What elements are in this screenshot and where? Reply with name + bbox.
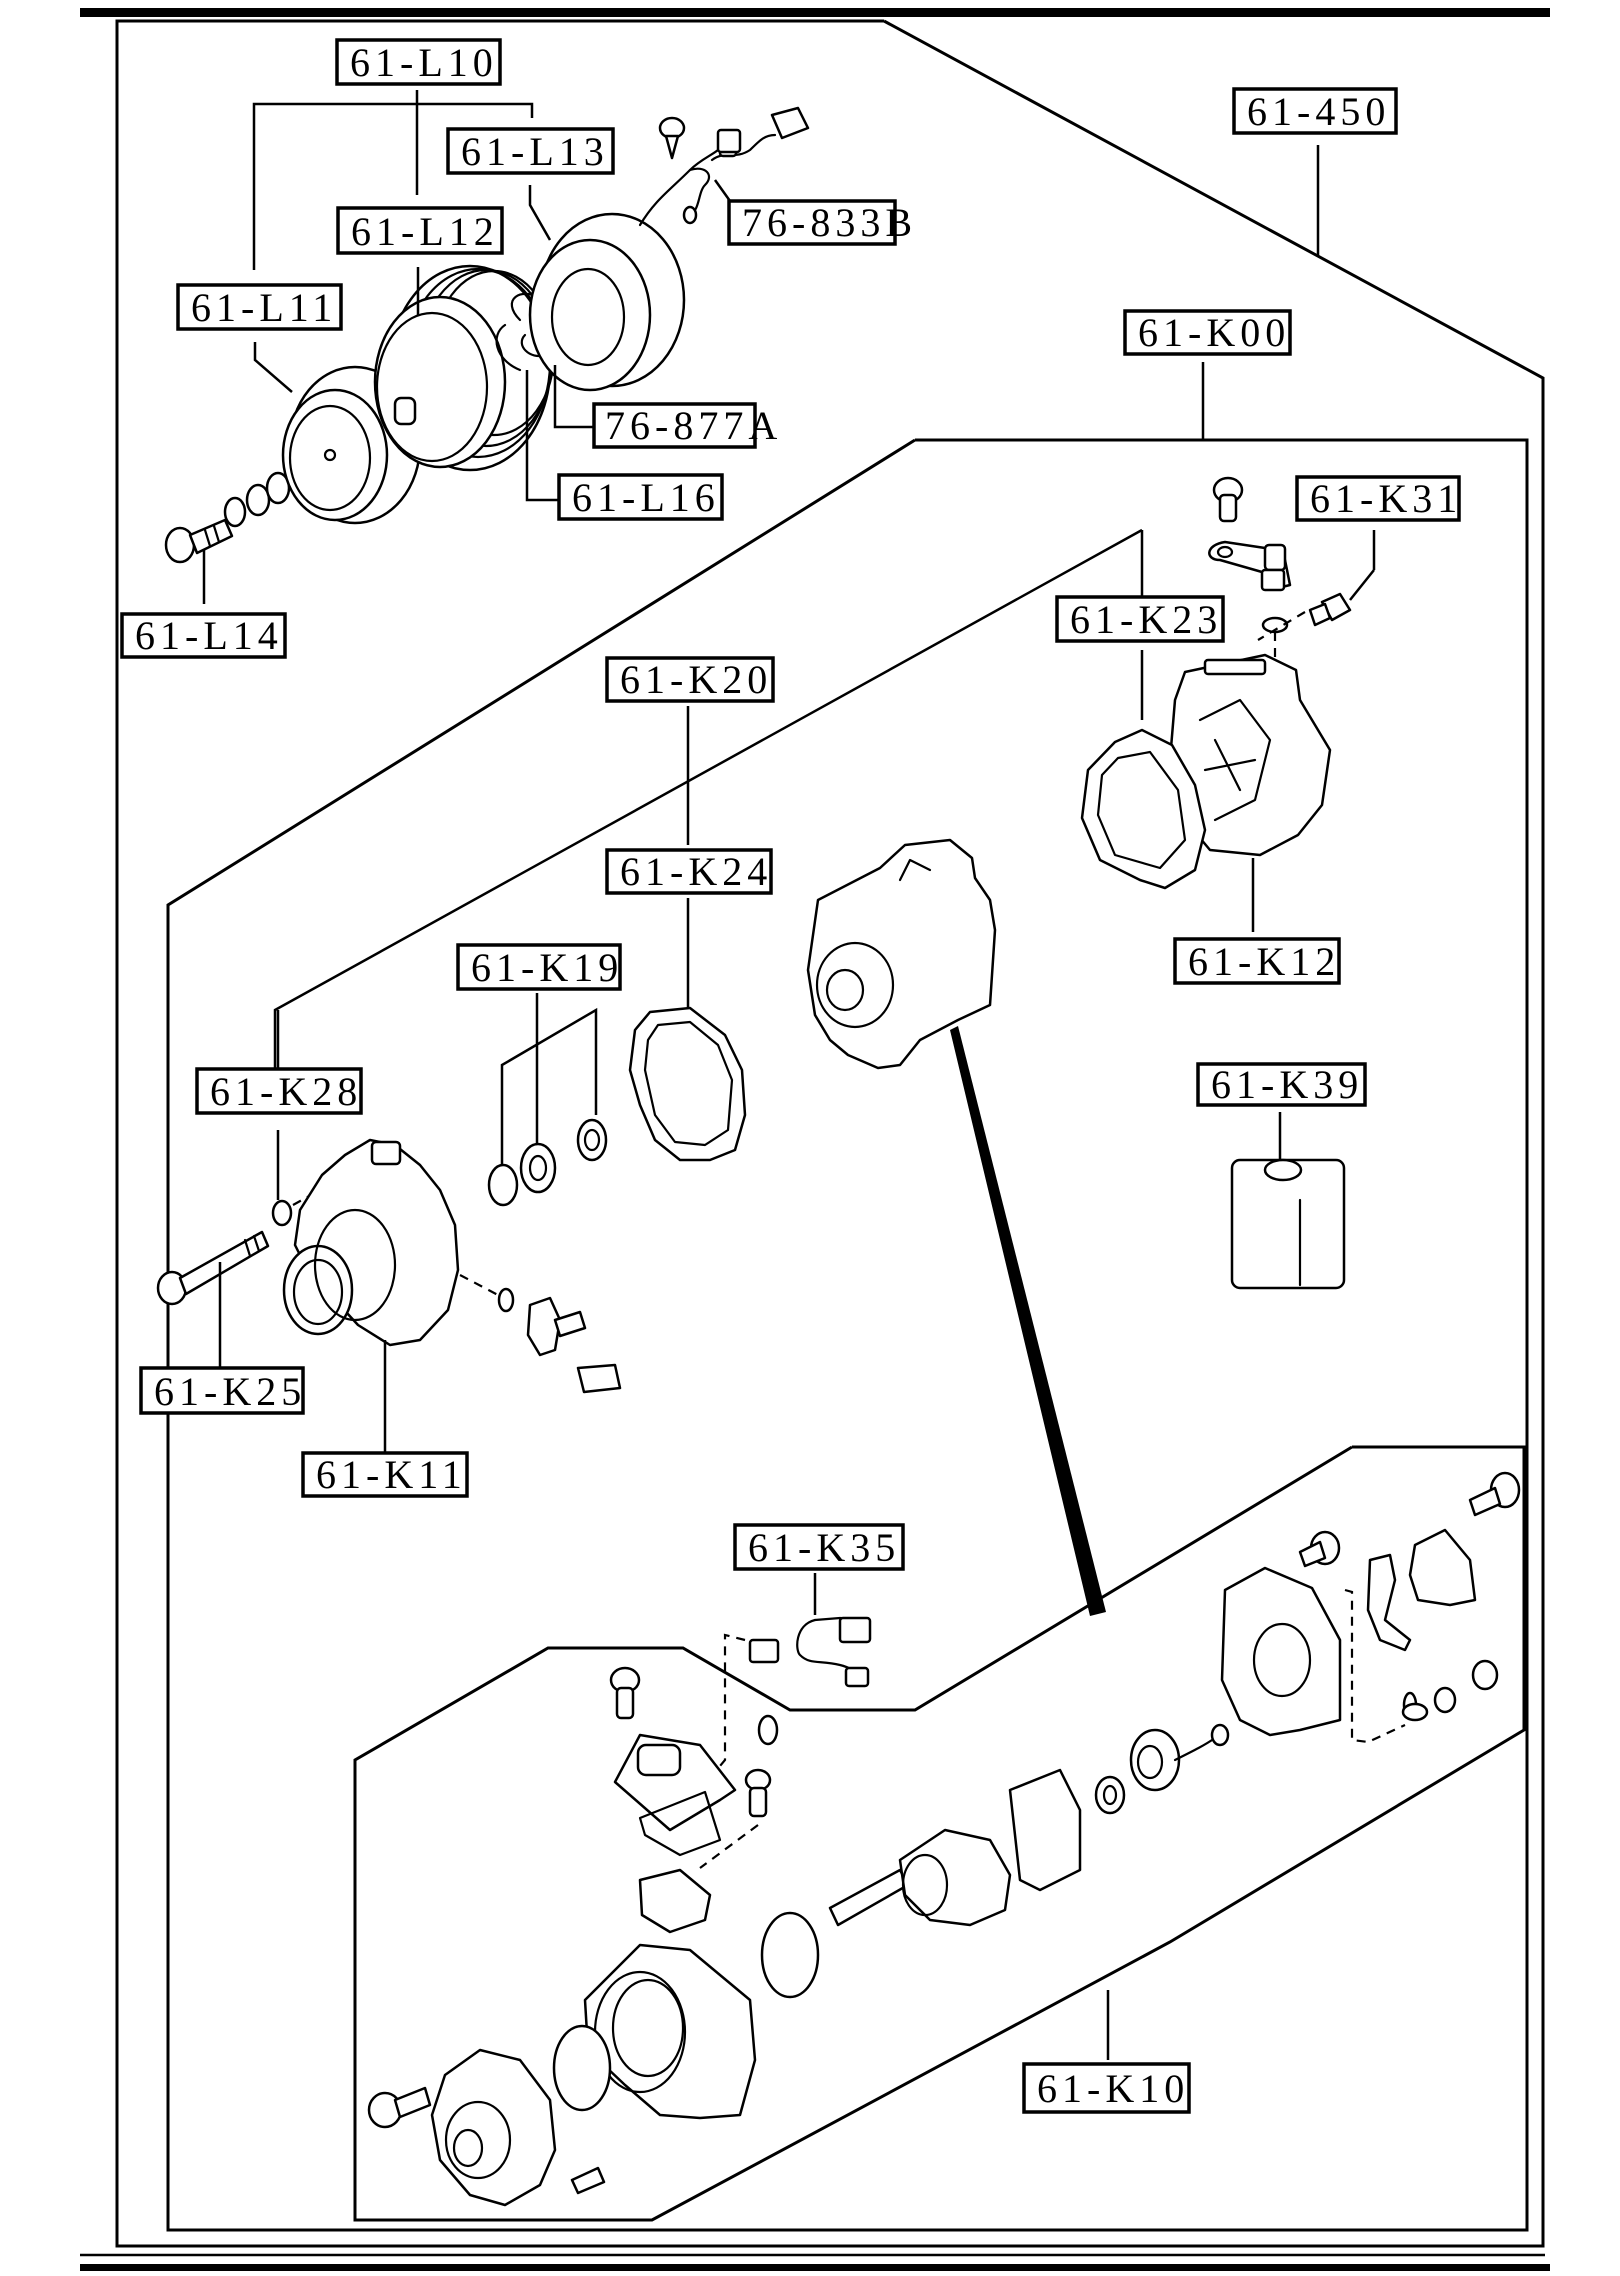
label-61-K28[interactable]: 61-K28	[195, 1067, 363, 1115]
label-text: 61-K31	[1310, 476, 1462, 521]
label-text: 61-K10	[1037, 2066, 1189, 2111]
shaft-rotor-part	[828, 1723, 1230, 1927]
label-text: 61-L16	[572, 475, 720, 520]
label-61-L12[interactable]: 61-L12	[336, 206, 504, 255]
label-text: 76-833B	[742, 200, 917, 245]
leader-61-L16	[525, 370, 559, 502]
label-61-L13[interactable]: 61-L13	[446, 127, 615, 175]
label-61-L14[interactable]: 61-L14	[120, 612, 287, 659]
label-text: 61-450	[1247, 89, 1390, 134]
label-61-L10[interactable]: 61-L10	[335, 38, 502, 86]
label-text: 61-K39	[1211, 1062, 1363, 1107]
label-text: 61-K19	[471, 945, 623, 990]
subassembly-frame-61-K20	[273, 528, 1143, 1085]
label-text: 61-K00	[1138, 310, 1290, 355]
bottom-rule	[80, 2264, 1550, 2271]
label-text: 61-K25	[154, 1369, 306, 1414]
label-text: 61-K35	[748, 1525, 900, 1570]
label-61-K31[interactable]: 61-K31	[1295, 475, 1462, 522]
label-text: 76-877A	[605, 403, 782, 448]
label-text: 61-K24	[620, 849, 772, 894]
washer-part	[271, 1199, 293, 1227]
leader-76-877A	[553, 365, 594, 429]
clutch-group	[164, 106, 810, 564]
compressor-body-part	[806, 838, 997, 1070]
seal-plate-part	[576, 1118, 608, 1162]
label-76-877A[interactable]: 76-877A	[592, 402, 782, 449]
label-61-K39[interactable]: 61-K39	[1196, 1062, 1367, 1107]
label-61-L16[interactable]: 61-L16	[557, 473, 724, 521]
leader-61-K31-diag	[1349, 569, 1375, 601]
compressor-internals-group	[367, 1471, 1521, 2207]
rear-plate-part	[1220, 1471, 1521, 1744]
front-gasket-part	[628, 1006, 747, 1162]
label-text: 61-K11	[316, 1452, 467, 1497]
label-text: 61-L10	[350, 40, 498, 85]
label-61-K19[interactable]: 61-K19	[456, 943, 623, 991]
o-ring-part	[760, 1911, 820, 1999]
o-ring-part	[552, 2024, 612, 2112]
assembly-frame-61-450	[115, 19, 1545, 2248]
label-61-K00[interactable]: 61-K00	[1123, 309, 1292, 356]
label-text: 61-K23	[1070, 597, 1222, 642]
seal-part	[519, 1142, 557, 1194]
leader-wedge	[950, 1026, 1106, 1616]
wire-harness-part	[748, 1616, 872, 1688]
lead-wire-part	[638, 106, 810, 227]
label-61-K12[interactable]: 61-K12	[1173, 937, 1341, 985]
label-text: 61-L11	[191, 285, 337, 330]
label-61-K35[interactable]: 61-K35	[733, 1523, 905, 1571]
label-61-K20[interactable]: 61-K20	[605, 656, 775, 703]
label-text: 61-L13	[461, 129, 609, 174]
label-61-K24[interactable]: 61-K24	[605, 848, 773, 895]
label-text: 61-K28	[210, 1069, 362, 1114]
label-76-833B[interactable]: 76-833B	[727, 199, 917, 246]
leader-61-L11	[253, 342, 293, 393]
label-61-K11[interactable]: 61-K11	[301, 1451, 469, 1498]
rear-head-group	[1080, 476, 1352, 890]
top-rule	[80, 8, 1550, 17]
label-text: 61-K12	[1188, 939, 1340, 984]
subassembly-frame-61-K10	[353, 1445, 1526, 2222]
field-coil-part	[528, 212, 686, 392]
cylinder-block-part	[583, 1943, 757, 2120]
leader-61-L13	[528, 185, 552, 241]
front-head-group	[156, 1138, 622, 1394]
shim-washer	[223, 496, 247, 528]
fitting-part	[1308, 592, 1352, 627]
label-61-L11[interactable]: 61-L11	[176, 283, 343, 331]
o-ring-part	[487, 1163, 519, 1207]
label-61-450[interactable]: 61-450	[1232, 87, 1398, 135]
bolt-part	[164, 518, 234, 564]
label-61-K25[interactable]: 61-K25	[139, 1366, 306, 1415]
leader-61-K19-bracket	[500, 1007, 598, 1165]
control-valve-part	[609, 1666, 779, 1934]
label-61-K23[interactable]: 61-K23	[1055, 595, 1225, 643]
label-text: 61-K20	[620, 657, 772, 702]
shaft-seal-group	[487, 1118, 608, 1207]
subassembly-frame-61-K00	[166, 438, 1529, 2232]
pressure-plate-part	[281, 365, 422, 525]
pulley-part	[373, 264, 556, 472]
shim-washer	[245, 483, 271, 517]
snap-ring-part	[495, 323, 522, 372]
label-text: 61-L12	[351, 209, 499, 254]
label-61-K10[interactable]: 61-K10	[1022, 2062, 1191, 2114]
front-housing-part	[367, 2048, 606, 2207]
leader-61-L10-bracket	[252, 102, 534, 270]
label-text: 61-L14	[135, 613, 283, 658]
oil-bottle-part	[1230, 1158, 1346, 1290]
